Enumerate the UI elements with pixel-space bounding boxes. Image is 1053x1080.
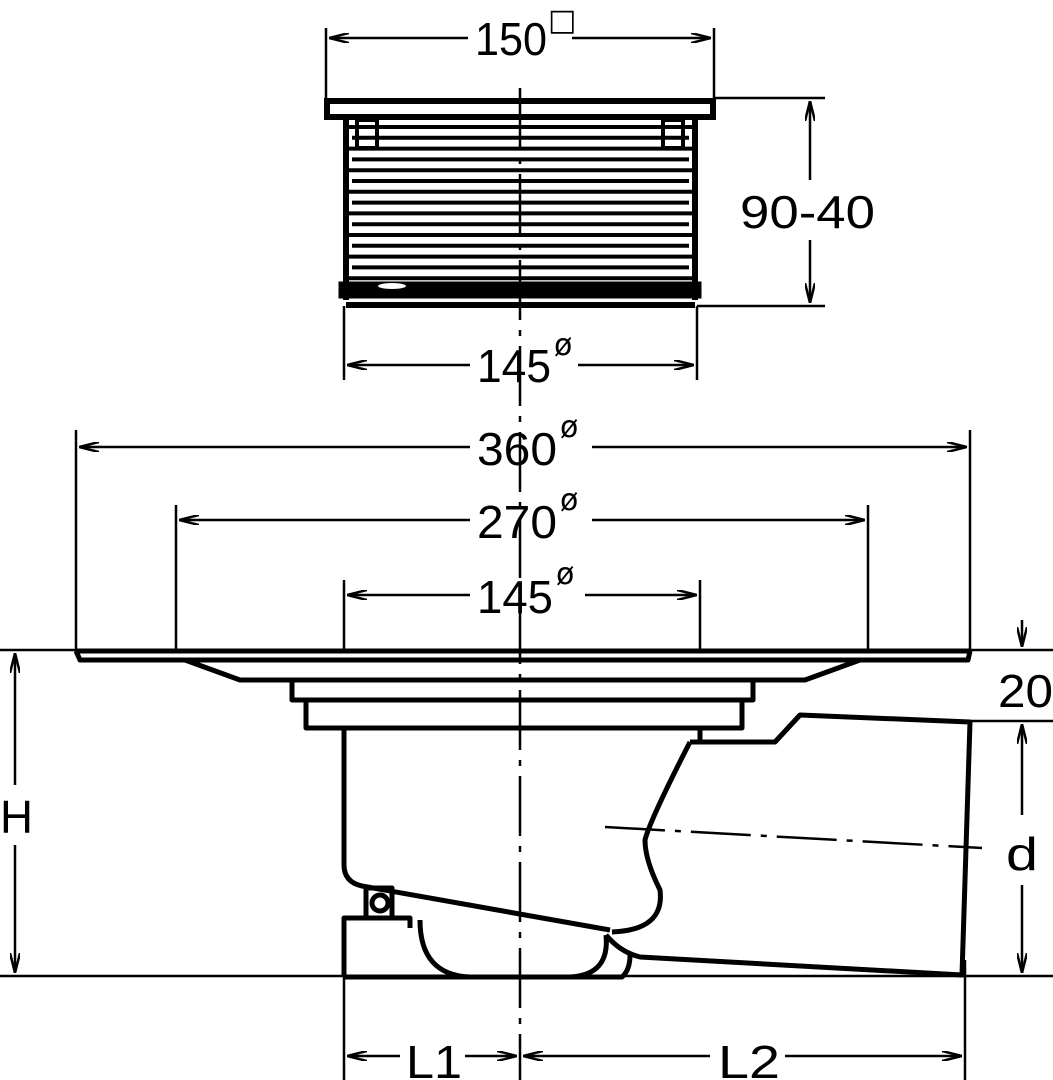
body-diameter-label: 145 [477, 571, 553, 623]
outlet-axis-line [604, 825, 983, 850]
grate-insert [324, 98, 716, 308]
flange-thickness-label: 20 [998, 665, 1053, 717]
main-dimension-lines [0, 430, 1053, 1080]
height-label: H [0, 791, 33, 843]
height-range-label: 90-40 [740, 186, 875, 238]
grate-width-label: 150 [475, 13, 547, 65]
square-symbol: □ [548, 3, 576, 38]
diameter-symbol: ø [556, 557, 574, 592]
length-l2-label: L2 [718, 1036, 780, 1080]
length-l1-label: L1 [406, 1036, 462, 1080]
outlet-diameter-label: d [1006, 828, 1038, 880]
diameter-symbol: ø [560, 483, 578, 518]
flange-outer-label: 360 [477, 423, 557, 475]
flange-inner-label: 270 [477, 496, 557, 548]
diameter-symbol: ø [560, 410, 578, 445]
top-body-diameter-label: 145 [477, 340, 551, 392]
drain-body [73, 648, 973, 980]
diameter-symbol: ø [554, 328, 572, 363]
top-dimension-lines [324, 28, 825, 380]
